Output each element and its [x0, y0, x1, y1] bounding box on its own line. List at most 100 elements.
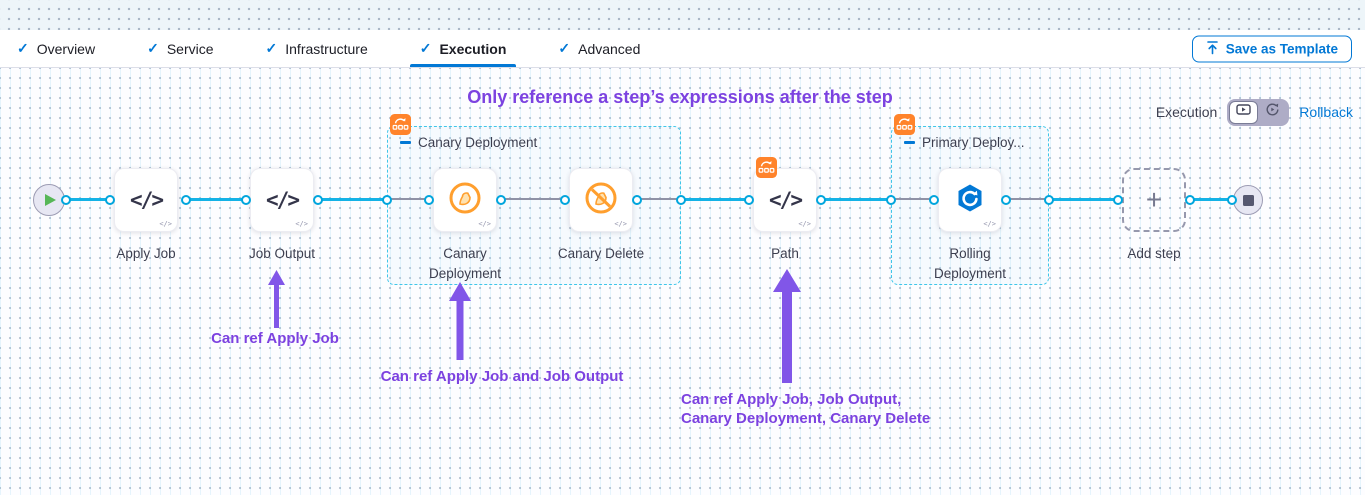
step-node-canary-delete[interactable]: </>	[569, 168, 633, 232]
step-node-rolling-deployment[interactable]: </>	[938, 168, 1002, 232]
check-icon: ✓	[265, 40, 278, 56]
connector-port[interactable]	[744, 195, 754, 205]
collapse-minus-icon[interactable]	[904, 141, 915, 144]
connector-port[interactable]	[1227, 195, 1237, 205]
connector-port[interactable]	[886, 195, 896, 205]
connector-line	[1190, 198, 1232, 201]
add-step-label: Add step	[1127, 246, 1181, 261]
pipeline-canvas: Only reference a step’s expressions afte…	[0, 68, 1365, 495]
annotation-arrow-icon	[268, 270, 285, 333]
group-label: Canary Deployment	[418, 135, 538, 150]
save-as-template-label: Save as Template	[1225, 41, 1338, 56]
connector-port[interactable]	[560, 195, 570, 205]
group-header: Canary Deployment	[400, 135, 537, 150]
annotation-line-2: Canary Deployment, Canary Delete	[681, 410, 931, 427]
connector-line	[318, 198, 387, 201]
connector-line	[821, 198, 891, 201]
callout-title: Only reference a step’s expressions afte…	[467, 87, 893, 107]
canary-delete-icon	[584, 181, 618, 220]
tab-service[interactable]: ✓ Service	[147, 30, 213, 67]
code-icon: </>	[266, 188, 300, 212]
execution-mode-label: Execution	[1155, 104, 1218, 120]
connector-port[interactable]	[632, 195, 642, 205]
connector-line	[186, 198, 246, 201]
execution-icon	[1236, 102, 1251, 122]
execution-toggle-segment[interactable]	[1229, 100, 1259, 124]
connector-port[interactable]	[1044, 195, 1054, 205]
connector-line-dashed	[891, 197, 934, 200]
connector-port[interactable]	[676, 195, 686, 205]
connector-port[interactable]	[382, 195, 392, 205]
pipeline-end-node[interactable]	[1233, 185, 1263, 215]
code-badge-icon: </>	[798, 220, 811, 228]
tab-label: Execution	[439, 40, 507, 57]
rollback-link[interactable]: Rollback	[1299, 104, 1353, 120]
step-node-job-output[interactable]: </> </>	[250, 168, 314, 232]
add-step-button[interactable]: +	[1122, 168, 1186, 232]
rollback-icon	[1265, 102, 1280, 122]
connector-port[interactable]	[816, 195, 826, 205]
execution-rollback-toggle	[1227, 98, 1290, 126]
connector-port[interactable]	[105, 195, 115, 205]
check-icon: ✓	[17, 40, 29, 56]
group-label: Primary Deploy...	[922, 135, 1025, 150]
annotation-arrow-icon	[449, 282, 471, 365]
step-node-path[interactable]: </> </>	[753, 168, 817, 232]
connector-port[interactable]	[61, 195, 71, 205]
connector-line	[1049, 198, 1118, 201]
annotation-can-ref-four-steps: Can ref Apply Job, Job Output, Canary De…	[681, 390, 991, 428]
annotation-can-ref-apply-job-and-job-output: Can ref Apply Job and Job Output	[380, 368, 624, 385]
connector-port[interactable]	[181, 195, 191, 205]
step-node-canary-deployment[interactable]: </>	[433, 168, 497, 232]
connector-line-dashed	[501, 197, 565, 200]
code-badge-icon: </>	[478, 220, 491, 228]
step-label-job-output: Job Output	[248, 246, 316, 261]
connector-line	[66, 198, 110, 201]
annotation-can-ref-apply-job: Can ref Apply Job	[211, 330, 339, 347]
step-label-rolling-deployment: Rolling Deployment	[933, 246, 1007, 281]
canary-icon	[448, 181, 482, 220]
connector-port[interactable]	[1185, 195, 1195, 205]
code-icon: </>	[769, 188, 803, 212]
connector-line-dashed	[637, 197, 681, 200]
annotation-arrow-icon	[773, 269, 801, 388]
tab-advanced[interactable]: ✓ Advanced	[558, 30, 640, 67]
code-badge-icon: </>	[614, 220, 627, 228]
connector-port[interactable]	[424, 195, 434, 205]
connector-port[interactable]	[496, 195, 506, 205]
tab-infrastructure[interactable]: ✓ Infrastructure	[266, 30, 368, 67]
connector-line-dashed	[1006, 197, 1049, 200]
code-badge-icon: </>	[295, 220, 308, 228]
connector-port[interactable]	[241, 195, 251, 205]
step-label-canary-deployment: Canary Deployment	[428, 246, 502, 281]
connector-line-dashed	[387, 197, 429, 200]
code-badge-icon: </>	[983, 220, 996, 228]
check-icon: ✓	[147, 40, 159, 56]
step-label-apply-job: Apply Job	[116, 246, 176, 261]
step-group-badge-icon	[390, 114, 411, 140]
tab-overview[interactable]: ✓ Overview	[17, 30, 95, 67]
tab-label: Infrastructure	[285, 40, 368, 57]
rolling-deploy-icon	[954, 182, 986, 219]
tab-execution[interactable]: ✓ Execution	[409, 30, 516, 67]
connector-port[interactable]	[1113, 195, 1123, 205]
pipeline-start-node[interactable]	[33, 184, 65, 216]
annotation-line-1: Can ref Apply Job, Job Output,	[681, 391, 902, 408]
code-badge-icon: </>	[159, 220, 172, 228]
collapse-minus-icon[interactable]	[400, 141, 411, 144]
save-as-template-button[interactable]: Save as Template	[1191, 35, 1352, 62]
connector-port[interactable]	[313, 195, 323, 205]
canvas-top-strip	[0, 0, 1365, 30]
connector-port[interactable]	[1001, 195, 1011, 205]
tab-label: Overview	[36, 40, 96, 57]
step-badge-icon	[756, 157, 777, 183]
code-icon: </>	[130, 188, 164, 212]
check-icon: ✓	[419, 40, 432, 56]
connector-port[interactable]	[929, 195, 939, 205]
rollback-toggle-segment[interactable]	[1258, 101, 1287, 124]
stage-tabbar: ✓ Overview ✓ Service ✓ Infrastructure ✓ …	[0, 30, 1365, 68]
tab-label: Advanced	[578, 40, 641, 57]
stop-icon	[1242, 194, 1254, 206]
step-label-path: Path	[771, 246, 799, 261]
step-node-apply-job[interactable]: </> </>	[114, 168, 178, 232]
